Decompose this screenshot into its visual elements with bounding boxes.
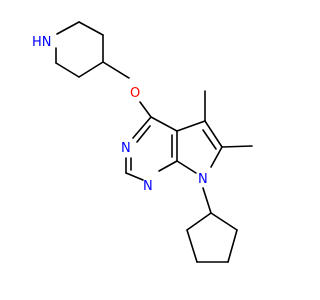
bond-c5-c6: [204, 120, 223, 148]
pyrimidine-ring: [125, 116, 178, 181]
bond-nh-c2: [56, 21, 80, 35]
bond-c4-c5: [78, 61, 104, 78]
bond-c5-c6: [55, 62, 80, 78]
bond-n1-c2: [125, 172, 144, 181]
methyl-groups: [204, 90, 253, 148]
bond-n3-c4-inner: [136, 125, 151, 143]
pyrrole-ring: [176, 120, 223, 174]
atom-label-nh: HN: [32, 35, 52, 50]
atom-label-n7: N: [198, 172, 208, 187]
bond-c4-o: [102, 61, 130, 79]
atom-label-n1: N: [143, 179, 153, 194]
atom-label-oxygen: O: [130, 86, 140, 101]
bond-n7-cp: [202, 187, 212, 214]
ether-linkage: [102, 61, 152, 118]
atom-label-n3: N: [121, 141, 131, 156]
bond-c6-methyl: [221, 145, 253, 148]
molecule-diagram: HN O N N N: [32, 21, 253, 263]
bond-c2-c3: [78, 21, 104, 36]
bond-cp5-cp1: [210, 212, 238, 231]
bond-n7-c7a: [176, 160, 197, 174]
bond-cp2-cp3: [186, 229, 198, 263]
piperidine-ring: [55, 21, 104, 78]
bond-o-c4ring: [139, 101, 152, 118]
structure-canvas: HN O N N N: [32, 21, 253, 263]
bond-c4-c4a: [150, 116, 178, 132]
bond-c6-n7: [210, 146, 223, 168]
bond-c7a-n1: [158, 160, 178, 172]
cyclopentyl-ring: [186, 187, 238, 263]
bond-n3-c4: [132, 116, 152, 139]
bond-c4a-c5: [176, 120, 206, 132]
bond-c5-c6-inner: [202, 129, 217, 150]
bond-cp1-cp2: [186, 212, 212, 231]
bond-cp4-cp5: [227, 229, 238, 263]
